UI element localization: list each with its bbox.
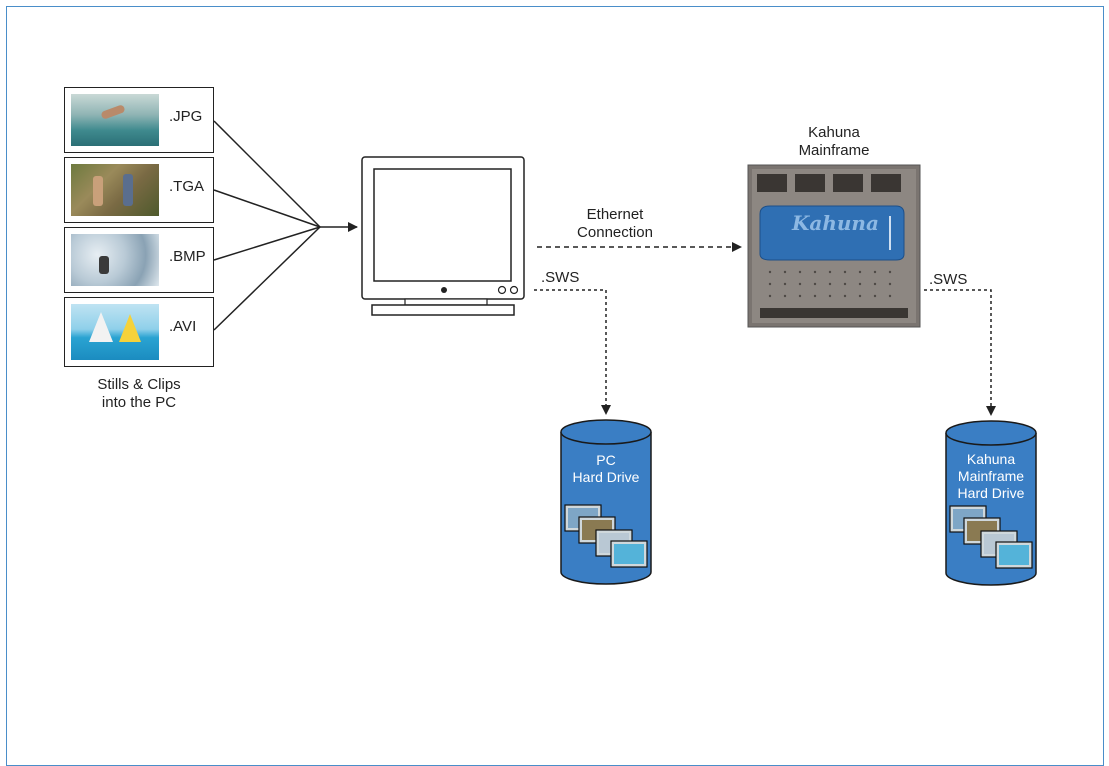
pc-monitor-icon xyxy=(361,156,525,316)
mainframe-title: Kahuna Mainframe xyxy=(764,124,904,160)
caption-line-2: into the PC xyxy=(101,394,177,411)
mainframe-drive-line-3: Hard Drive xyxy=(957,485,1025,501)
source-item-tga: .TGA xyxy=(64,157,214,223)
diver-photo xyxy=(71,94,159,146)
windsurf-photo xyxy=(71,304,159,360)
mainframe-title-line-1: Kahuna xyxy=(808,124,860,141)
source-item-jpg: .JPG xyxy=(64,87,214,153)
ethernet-line-2: Connection xyxy=(577,224,653,241)
pc-drive-line-1: PC xyxy=(596,452,616,468)
pc-to-drive-arrow xyxy=(534,289,611,415)
pc-drive-label: PC Hard Drive xyxy=(561,452,651,486)
ethernet-line-1: Ethernet xyxy=(586,206,644,223)
format-label: .BMP xyxy=(169,248,206,265)
connector-avi xyxy=(213,226,321,331)
mainframe-drive-line-1: Kahuna xyxy=(966,451,1016,467)
format-label: .JPG xyxy=(169,108,203,125)
source-item-avi: .AVI xyxy=(64,297,214,367)
mainframe-drive-line-2: Mainframe xyxy=(957,468,1025,484)
pc-drive-line-2: Hard Drive xyxy=(572,469,640,485)
pc-hard-drive-icon xyxy=(560,419,652,585)
connector-tga xyxy=(213,189,321,228)
mainframe-to-drive-arrow xyxy=(924,289,996,416)
mainframe-hard-drive-icon xyxy=(945,420,1037,586)
caption-line-1: Stills & Clips xyxy=(97,376,181,393)
format-label: .TGA xyxy=(169,178,205,195)
mainframe-drive-label: Kahuna Mainframe Hard Drive xyxy=(946,451,1036,502)
mainframe-brand-logo: Kahuna xyxy=(792,211,879,235)
format-label: .AVI xyxy=(169,318,197,335)
climber-photo xyxy=(71,234,159,286)
connector-jpg xyxy=(213,120,321,228)
pc-output-label: .SWS xyxy=(541,269,580,286)
mainframe-output-label: .SWS xyxy=(929,271,968,288)
mainframe-device-icon xyxy=(747,164,921,328)
ethernet-label: Ethernet Connection xyxy=(560,206,670,242)
connector-bmp xyxy=(213,226,321,261)
sources-caption: Stills & Clips into the PC xyxy=(64,376,214,412)
source-item-bmp: .BMP xyxy=(64,227,214,293)
mainframe-title-line-2: Mainframe xyxy=(798,142,870,159)
hikers-photo xyxy=(71,164,159,216)
